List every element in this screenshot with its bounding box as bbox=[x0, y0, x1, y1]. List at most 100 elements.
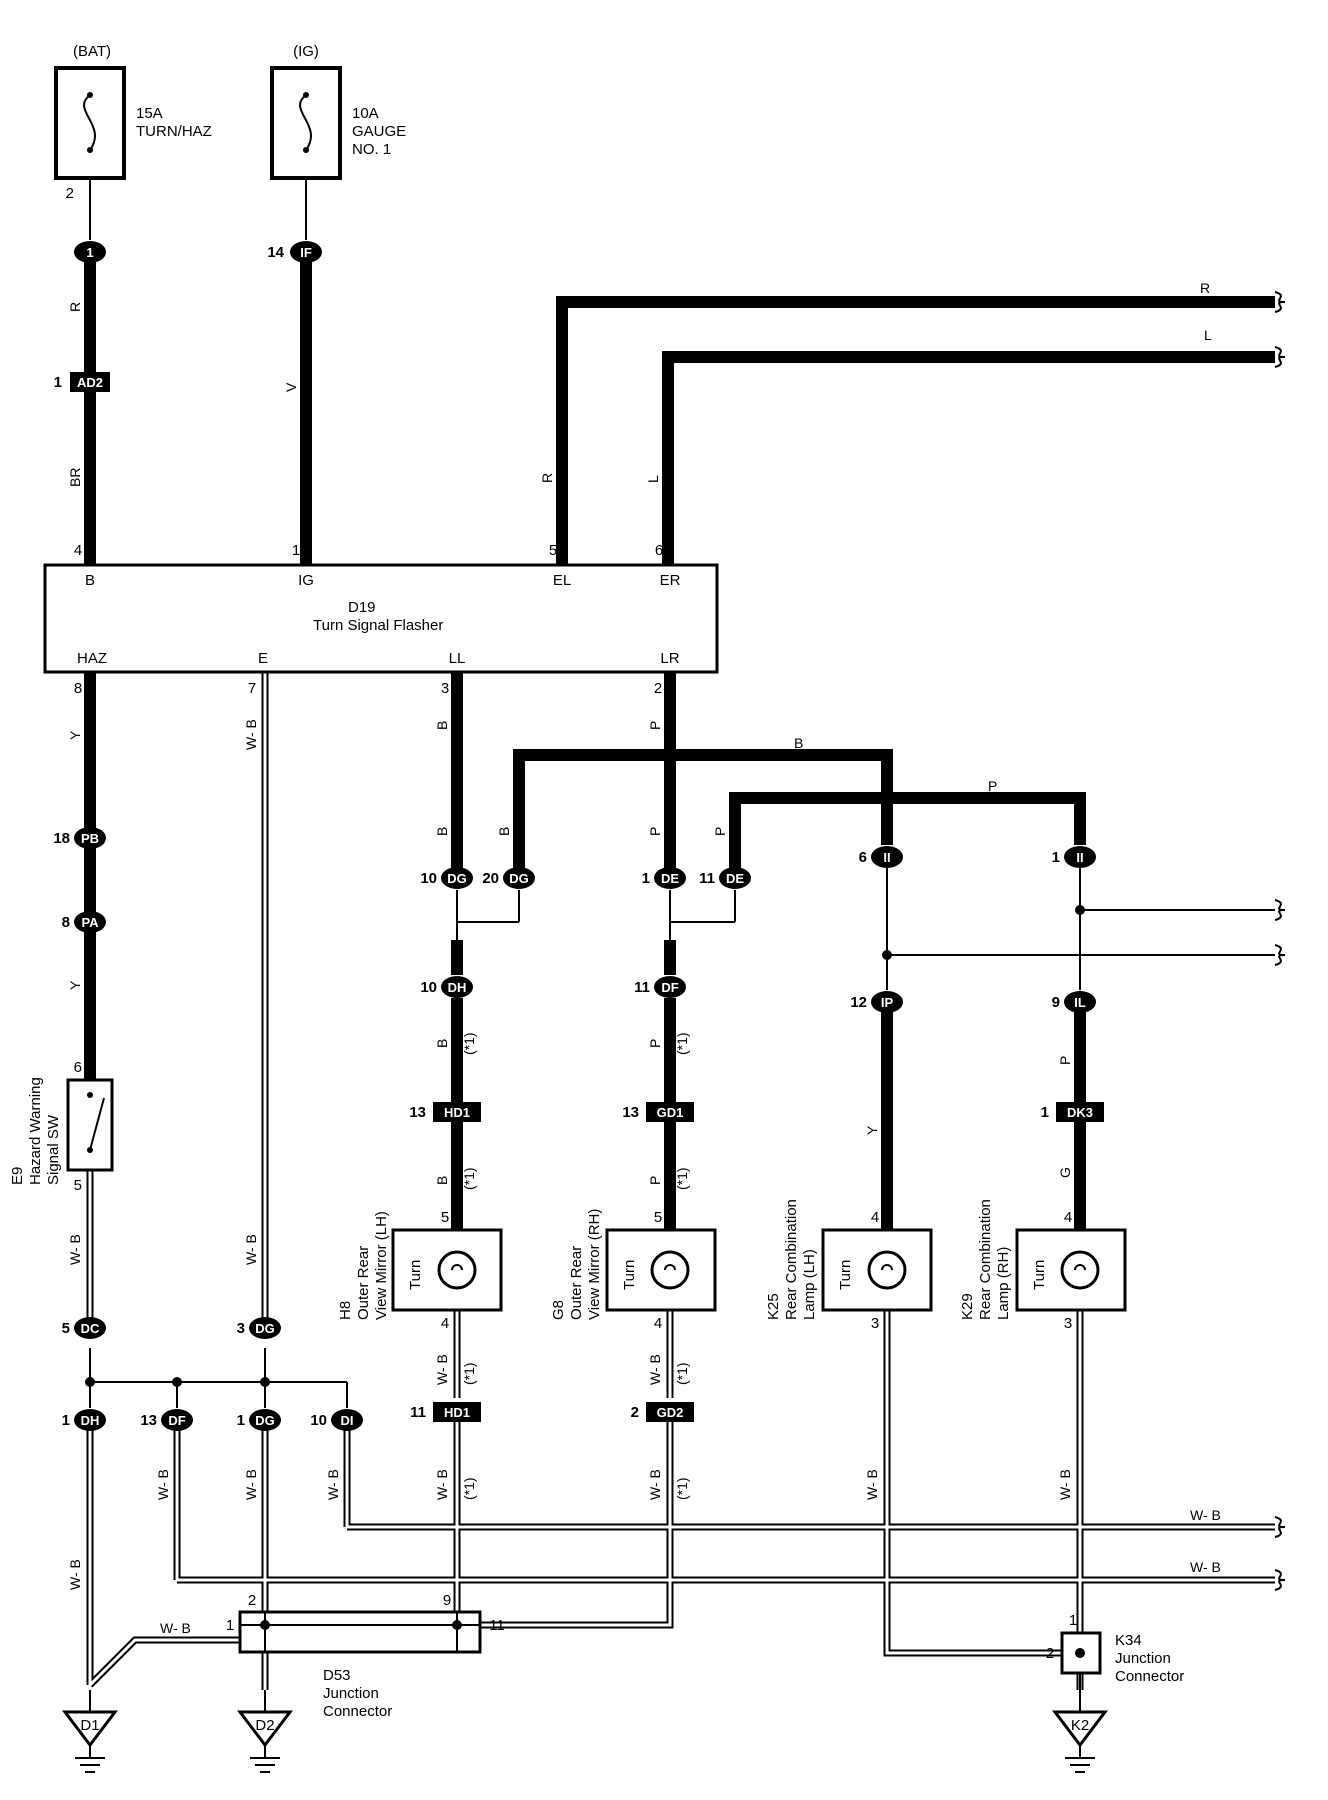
svg-text:5: 5 bbox=[62, 1320, 70, 1337]
switch-code: E9 bbox=[9, 1167, 26, 1185]
double-wires bbox=[86, 672, 1286, 1690]
svg-text:(*1): (*1) bbox=[461, 1362, 477, 1385]
svg-text:W- B: W- B bbox=[1057, 1469, 1073, 1500]
svg-text:(*1): (*1) bbox=[461, 1477, 477, 1500]
lamp-code: H8 bbox=[337, 1301, 354, 1320]
lamp-h8: Turn 5 4 H8 Outer Rear View Mirror (LH) bbox=[337, 1209, 503, 1332]
fuse-source-bat: (BAT) bbox=[73, 43, 111, 60]
svg-text:DE: DE bbox=[661, 871, 679, 886]
connector-dg3: DG3 bbox=[237, 1317, 281, 1339]
lamp-g8: Turn 5 4 G8 Outer Rear View Mirror (RH) bbox=[550, 1209, 717, 1332]
flasher-pin: 5 bbox=[549, 542, 557, 559]
junction-name-2: Connector bbox=[1115, 1668, 1184, 1685]
lamp-inner-label: Turn bbox=[621, 1260, 638, 1290]
connector-dc: DC5 bbox=[62, 1317, 106, 1339]
junction-pin: 11 bbox=[489, 1617, 505, 1634]
flasher-code: D19 bbox=[348, 599, 376, 616]
svg-text:W- B: W- B bbox=[647, 1354, 663, 1385]
junction-pin: 2 bbox=[1046, 1645, 1054, 1662]
lamp-name-2: View Mirror (RH) bbox=[586, 1209, 603, 1320]
svg-text:B: B bbox=[434, 827, 450, 836]
junction-pin: 1 bbox=[1069, 1612, 1077, 1629]
svg-text:(*1): (*1) bbox=[674, 1032, 690, 1055]
junction-pin: 2 bbox=[248, 1592, 256, 1609]
junction-name: Junction bbox=[323, 1685, 379, 1702]
svg-text:W- B: W- B bbox=[434, 1469, 450, 1500]
fuse-turn-haz: (BAT) 15A TURN/HAZ 2 bbox=[54, 43, 212, 202]
junction-name: Junction bbox=[1115, 1650, 1171, 1667]
svg-text:14: 14 bbox=[267, 244, 284, 261]
lamp-pin: 5 bbox=[441, 1209, 449, 1226]
svg-text:W- B: W- B bbox=[647, 1469, 663, 1500]
switch-pin: 6 bbox=[74, 1059, 82, 1076]
connector-de1: DE1 bbox=[642, 867, 686, 889]
svg-text:8: 8 bbox=[62, 914, 70, 931]
svg-text:PA: PA bbox=[81, 915, 99, 930]
fuse-gauge-no1: (IG) 10A GAUGE NO. 1 bbox=[270, 43, 406, 180]
lamp-pin: 3 bbox=[871, 1315, 879, 1332]
lamp-name-2: Lamp (LH) bbox=[801, 1249, 818, 1320]
connector-il: IL9 bbox=[1052, 991, 1096, 1013]
svg-text:P: P bbox=[647, 721, 663, 730]
svg-text:P: P bbox=[647, 1039, 663, 1048]
flasher-terminal: ER bbox=[660, 572, 681, 589]
svg-text:DH: DH bbox=[81, 1413, 100, 1428]
svg-text:P: P bbox=[988, 778, 997, 794]
lamp-name: Outer Rear bbox=[568, 1246, 585, 1320]
svg-text:2: 2 bbox=[631, 1404, 639, 1421]
svg-text:W- B: W- B bbox=[864, 1469, 880, 1500]
thick-wires bbox=[84, 178, 1275, 1230]
junction-code: K34 bbox=[1115, 1632, 1142, 1649]
lamp-k29: Turn 4 3 K29 Rear Combination Lamp (RH) bbox=[959, 1199, 1127, 1332]
switch-name: Hazard Warning bbox=[27, 1077, 44, 1185]
ground-d2: D2 bbox=[236, 1690, 294, 1773]
ground-label: K2 bbox=[1071, 1717, 1089, 1734]
svg-text:DK3: DK3 bbox=[1067, 1105, 1093, 1120]
svg-text:11: 11 bbox=[634, 979, 650, 996]
bulb-icon bbox=[867, 1250, 907, 1290]
svg-text:1: 1 bbox=[54, 374, 62, 391]
svg-text:1: 1 bbox=[62, 1412, 70, 1429]
svg-text:W- B: W- B bbox=[1190, 1559, 1221, 1575]
svg-text:W- B: W- B bbox=[160, 1620, 191, 1636]
svg-text:R: R bbox=[539, 473, 555, 483]
svg-text:(*1): (*1) bbox=[461, 1032, 477, 1055]
junction-pin: 9 bbox=[443, 1592, 451, 1609]
svg-text:W- B: W- B bbox=[67, 1234, 83, 1265]
hazard-warning-switch-e9: 6 5 E9 Hazard Warning Signal SW bbox=[9, 1059, 114, 1194]
flasher-terminal: EL bbox=[553, 572, 571, 589]
svg-text:Y: Y bbox=[67, 730, 83, 740]
flasher-pin: 8 bbox=[74, 680, 82, 697]
svg-text:V: V bbox=[283, 382, 299, 392]
lamp-k25: Turn 4 3 K25 Rear Combination Lamp (LH) bbox=[765, 1199, 933, 1332]
svg-text:G: G bbox=[1057, 1167, 1073, 1178]
svg-text:1: 1 bbox=[237, 1412, 245, 1429]
flasher-pin: 2 bbox=[654, 680, 662, 697]
connector-1: 1 bbox=[74, 241, 106, 263]
svg-text:B: B bbox=[434, 1039, 450, 1048]
svg-text:GD1: GD1 bbox=[657, 1105, 684, 1120]
svg-text:DG: DG bbox=[509, 871, 529, 886]
svg-text:W- B: W- B bbox=[155, 1469, 171, 1500]
lamp-pin: 5 bbox=[654, 1209, 662, 1226]
svg-text:B: B bbox=[434, 1176, 450, 1185]
junction-name-2: Connector bbox=[323, 1703, 392, 1720]
fuse-rating: 10A bbox=[352, 105, 379, 122]
svg-text:DG: DG bbox=[255, 1413, 275, 1428]
flasher-terminal: B bbox=[85, 572, 95, 589]
svg-text:II: II bbox=[883, 850, 890, 865]
svg-text:13: 13 bbox=[140, 1412, 157, 1429]
fuse-name-2: NO. 1 bbox=[352, 141, 391, 158]
junction-code: D53 bbox=[323, 1667, 351, 1684]
fuse-name: TURN/HAZ bbox=[136, 123, 212, 140]
svg-text:(*1): (*1) bbox=[674, 1477, 690, 1500]
flasher-terminal: LL bbox=[449, 650, 466, 667]
bulb-icon bbox=[437, 1250, 477, 1290]
connector-dh1: DH 1 bbox=[62, 1409, 106, 1431]
svg-text:20: 20 bbox=[482, 870, 499, 887]
